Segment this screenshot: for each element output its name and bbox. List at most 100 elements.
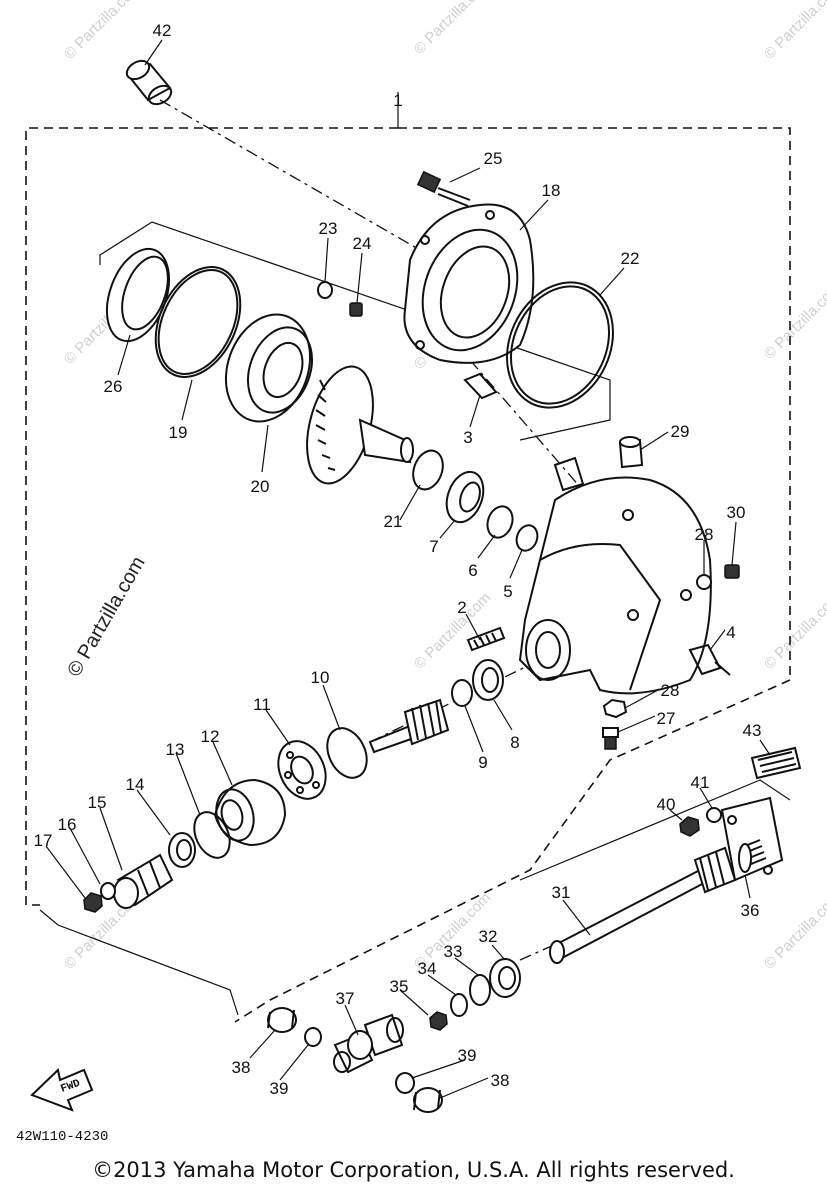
part-38-bearing-left[interactable] bbox=[267, 1007, 297, 1033]
centerline-stud bbox=[469, 359, 601, 511]
part-16-washer[interactable] bbox=[100, 882, 116, 900]
assembly-boundary-right bbox=[398, 127, 791, 680]
part-34-collar[interactable] bbox=[450, 993, 468, 1017]
watermark: © Partzilla.com bbox=[761, 589, 827, 672]
part-3-stud[interactable] bbox=[463, 372, 585, 492]
leader-lines bbox=[45, 39, 771, 1099]
callout-24: 24 bbox=[353, 234, 372, 253]
callout-7: 7 bbox=[429, 537, 438, 556]
part-7-bearing[interactable] bbox=[440, 467, 490, 527]
part-43-label[interactable] bbox=[750, 746, 802, 780]
part-13-o-ring[interactable] bbox=[187, 806, 236, 863]
part-6-spacer[interactable] bbox=[483, 503, 516, 541]
callout-33: 33 bbox=[444, 942, 463, 961]
part-28-washer-upper[interactable] bbox=[696, 574, 712, 590]
watermark: © Partzilla.com bbox=[411, 0, 494, 58]
part-22-o-ring-inner bbox=[509, 285, 611, 405]
pinion-gear[interactable] bbox=[368, 698, 450, 754]
callout-10: 10 bbox=[311, 668, 330, 687]
callout-41: 41 bbox=[691, 773, 710, 792]
part-4-stud[interactable] bbox=[688, 643, 731, 676]
part-19-o-ring-inner bbox=[157, 269, 239, 375]
callout-43: 43 bbox=[743, 721, 762, 740]
callout-14: 14 bbox=[126, 775, 145, 794]
callout-3: 3 bbox=[463, 428, 472, 447]
part-19-o-ring[interactable] bbox=[139, 253, 257, 390]
part-2-stud[interactable] bbox=[466, 626, 506, 652]
callout-labels: 42 1 25 18 22 23 24 26 19 20 3 29 21 7 6… bbox=[34, 21, 762, 1098]
callout-16: 16 bbox=[58, 815, 77, 834]
part-31-drive-shaft[interactable] bbox=[549, 846, 737, 964]
callout-2: 2 bbox=[457, 598, 466, 617]
callout-4: 4 bbox=[726, 623, 735, 642]
callout-37: 37 bbox=[336, 989, 355, 1008]
watermark-layer: © Partzilla.com © Partzilla.com © Partzi… bbox=[61, 0, 827, 973]
part-22-o-ring[interactable] bbox=[487, 265, 633, 425]
callout-22: 22 bbox=[621, 249, 640, 268]
part-14-seal[interactable] bbox=[168, 832, 196, 868]
part-40-nut[interactable] bbox=[679, 816, 700, 837]
part-29-cap[interactable] bbox=[618, 436, 644, 469]
callout-19: 19 bbox=[169, 423, 188, 442]
part-8-bearing[interactable] bbox=[472, 659, 504, 701]
part-26-seal[interactable] bbox=[95, 240, 180, 349]
callout-38-left: 38 bbox=[232, 1058, 251, 1077]
callout-5: 5 bbox=[503, 582, 512, 601]
subassembly-bracket-lower bbox=[39, 909, 239, 1016]
part-18-cover[interactable] bbox=[403, 203, 535, 364]
part-24-nut[interactable] bbox=[349, 302, 363, 317]
part-33-shim[interactable] bbox=[469, 974, 491, 1006]
callout-27: 27 bbox=[657, 709, 676, 728]
part-36-spring[interactable] bbox=[738, 839, 767, 873]
part-27-drain-plug[interactable] bbox=[602, 727, 619, 750]
part-41-washer[interactable] bbox=[706, 807, 722, 823]
callout-1: 1 bbox=[393, 91, 402, 110]
subassembly-bracket bbox=[99, 221, 611, 441]
callout-30: 30 bbox=[727, 503, 746, 522]
part-17-nut[interactable] bbox=[83, 892, 103, 913]
part-39-washer-left[interactable] bbox=[304, 1027, 322, 1047]
callout-39-right: 39 bbox=[458, 1046, 477, 1065]
callout-39-left: 39 bbox=[270, 1079, 289, 1098]
part-25-bolt[interactable] bbox=[416, 170, 471, 207]
part-12-bearing-housing[interactable] bbox=[211, 778, 287, 847]
part-9-bearing[interactable] bbox=[451, 679, 473, 707]
part-37-universal-joint[interactable] bbox=[333, 1013, 404, 1074]
callout-23: 23 bbox=[319, 219, 338, 238]
callout-11: 11 bbox=[253, 695, 271, 714]
callout-25: 25 bbox=[484, 149, 503, 168]
part-28-nut-lower[interactable] bbox=[602, 698, 628, 719]
copyright-notice: ©2013 Yamaha Motor Corporation, U.S.A. A… bbox=[92, 1158, 735, 1182]
part-35-nut[interactable] bbox=[429, 1011, 448, 1031]
callout-29: 29 bbox=[671, 422, 690, 441]
part-32-bearing[interactable] bbox=[489, 958, 521, 998]
shaft-flange[interactable] bbox=[720, 796, 784, 882]
part-39-washer-right[interactable] bbox=[395, 1072, 415, 1094]
part-11-bearing[interactable] bbox=[269, 734, 334, 807]
callout-9: 9 bbox=[478, 753, 487, 772]
callout-13: 13 bbox=[166, 740, 185, 759]
subassembly-bracket-shaft bbox=[519, 779, 791, 881]
part-21-shim[interactable] bbox=[408, 446, 448, 493]
ring-gear[interactable] bbox=[295, 359, 414, 490]
centerline-42 bbox=[159, 99, 421, 251]
part-23-washer[interactable] bbox=[317, 281, 333, 299]
gear-housing[interactable] bbox=[518, 476, 712, 695]
callout-42: 42 bbox=[153, 21, 172, 40]
callout-18: 18 bbox=[542, 181, 561, 200]
callout-8: 8 bbox=[510, 733, 519, 752]
callout-28-lower: 28 bbox=[661, 681, 680, 700]
diagram-code: 42W110-4230 bbox=[16, 1129, 108, 1145]
part-15-boot[interactable] bbox=[113, 853, 174, 909]
callout-35: 35 bbox=[390, 977, 409, 996]
part-38-bearing-right[interactable] bbox=[413, 1087, 443, 1113]
part-30-bolt[interactable] bbox=[724, 564, 740, 579]
watermark: © Partzilla.com bbox=[411, 589, 494, 672]
assembly-boundary-lower bbox=[234, 679, 791, 1023]
assembly-boundary bbox=[25, 127, 398, 906]
callout-21: 21 bbox=[384, 512, 403, 531]
part-5-collar[interactable] bbox=[513, 522, 541, 553]
part-42-bushing[interactable] bbox=[124, 57, 175, 108]
part-10-o-ring[interactable] bbox=[320, 722, 375, 784]
part-20-bearing[interactable] bbox=[212, 303, 325, 434]
